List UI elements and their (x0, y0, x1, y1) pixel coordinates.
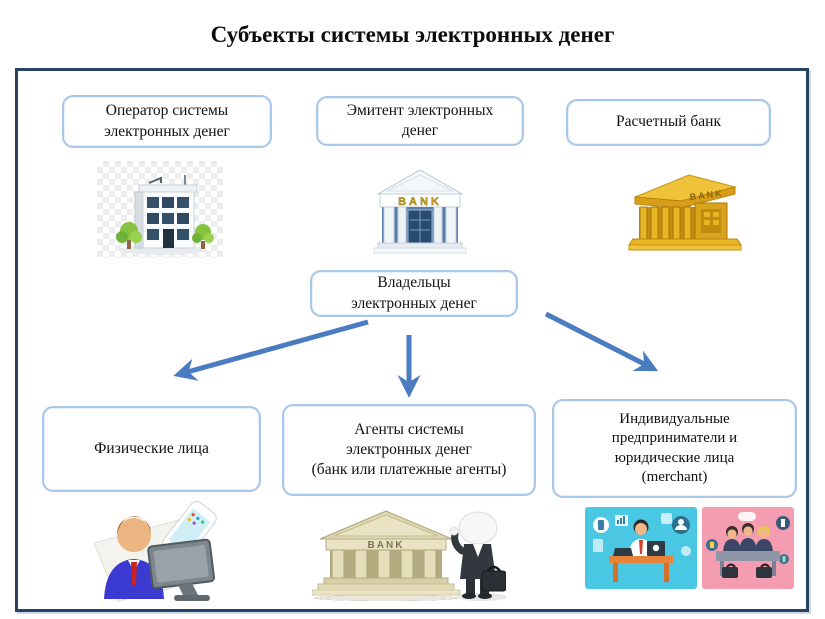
node-merchants-label: Индивидуальные предприниматели и юридиче… (611, 410, 738, 486)
office-work-scene-cyan-illustration (585, 507, 697, 589)
person-computer-phone-icon (78, 501, 224, 603)
blue-bank-sign: BANK (398, 196, 442, 208)
beige-bank-sign: BANK (368, 540, 405, 551)
merchant-office-scene-cyan-icon (585, 507, 697, 589)
bank-and-businessman-icon: BANK (312, 499, 506, 602)
arrow-owners-to-individuals (173, 319, 369, 381)
node-emitter: Эмитент электронных денег (316, 96, 524, 146)
node-merchants: Индивидуальные предприниматели и юридиче… (552, 399, 797, 498)
node-owners-label: Владельцы электронных денег (351, 274, 477, 312)
merchant-office-scene-pink-icon (702, 507, 794, 589)
node-settlement-bank: Расчетный банк (566, 99, 771, 146)
office-work-scene-pink-illustration (702, 507, 794, 589)
gold-bank-sign: BANK (689, 188, 724, 202)
person-computer-phone-illustration (93, 501, 217, 602)
node-operator: Оператор системы электронных денег (62, 95, 272, 148)
diagram-container: Оператор системы электронных денег Эмите… (15, 68, 809, 612)
node-owners: Владельцы электронных денег (310, 270, 518, 317)
office-building-icon (97, 161, 223, 258)
bank-and-businessman-illustration: BANK (312, 510, 506, 601)
blue-bank-icon: BANK (371, 162, 469, 255)
node-individuals-label: Физические лица (94, 439, 209, 457)
arrow-owners-to-merchants (544, 311, 659, 372)
blue-bank-illustration: BANK (373, 169, 467, 254)
node-emitter-label: Эмитент электронных денег (346, 101, 494, 139)
page-title: Субъекты системы электронных денег (210, 22, 615, 47)
node-settlement-bank-label: Расчетный банк (616, 113, 721, 131)
gold-bank-illustration: BANK (628, 174, 742, 251)
office-building-illustration (116, 175, 214, 255)
node-operator-label: Оператор системы электронных денег (104, 102, 230, 140)
node-individuals: Физические лица (42, 406, 261, 492)
node-agents: Агенты системы электронных денег (банк и… (282, 404, 536, 496)
node-agents-label: Агенты системы электронных денег (банк и… (311, 420, 507, 479)
gold-bank-icon: BANK (627, 167, 742, 252)
